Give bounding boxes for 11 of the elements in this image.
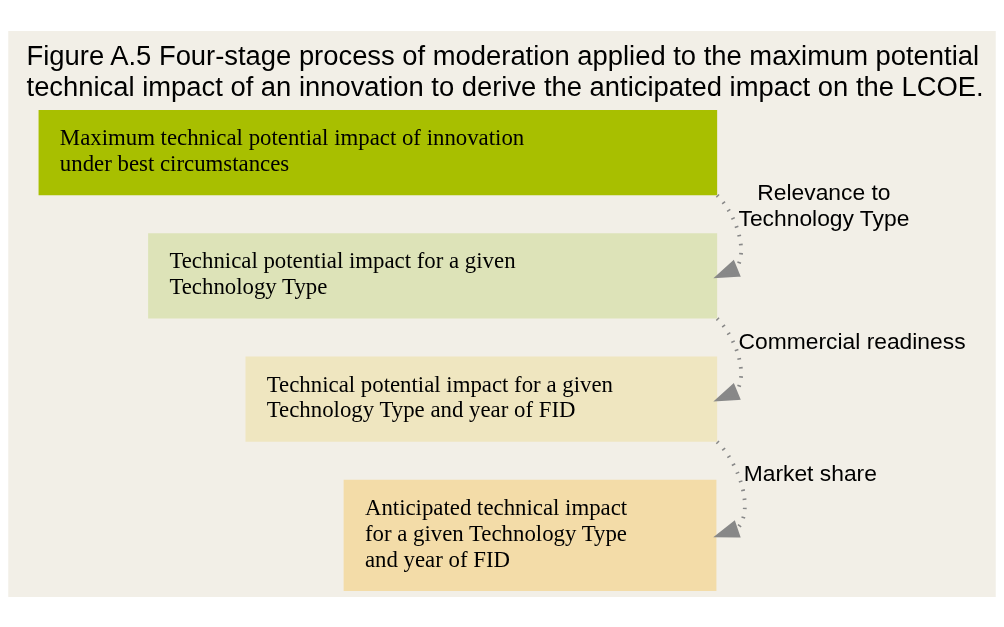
edge-label: Relevance to Technology Type — [738, 178, 910, 231]
node-box: Maximum technical potential impact of innovation under best circumstances — [38, 109, 718, 195]
node-box: Anticipated technical impact for a given Technology Type and year of FID — [343, 479, 717, 591]
arrow — [713, 316, 743, 401]
node-box: Technical potential impact for a given Technology Type and year of FID — [245, 356, 718, 442]
diagram-title: Figure A.5 Four-stage process of moderation applied to the maximum potential technical impact of an innovation to derive the anticipated impact on the LCOE. — [26, 39, 984, 102]
edge-label: Market share — [743, 459, 877, 486]
arrow — [713, 193, 743, 278]
arrow — [713, 440, 747, 537]
edge-label: Commercial readiness — [738, 327, 966, 354]
node-box: Technical potential impact for a given Technology Type — [148, 232, 718, 319]
